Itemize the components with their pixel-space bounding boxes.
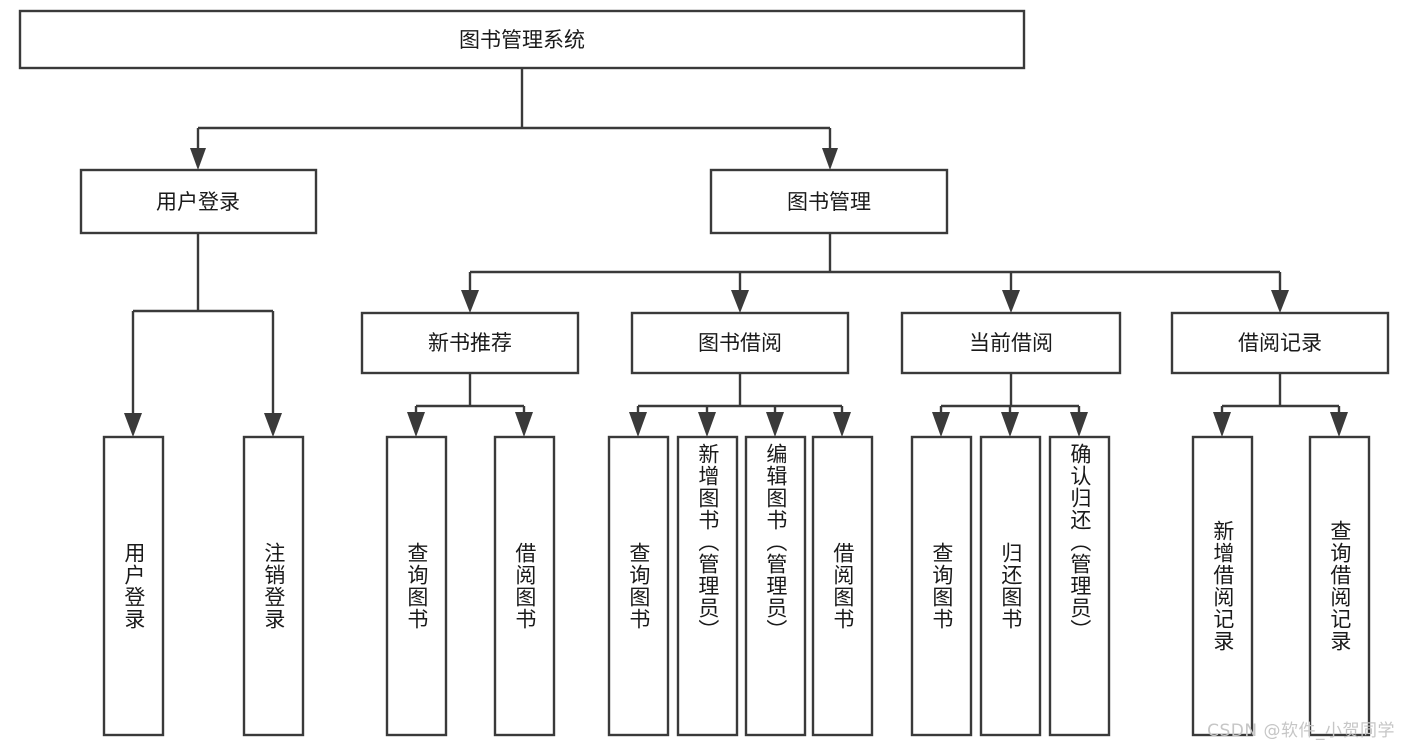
node-root-box[interactable] — [18, 9, 1026, 70]
arrow-head-leaf-edit-book — [766, 412, 784, 437]
node-user-login[interactable]: 用户登录 — [79, 168, 318, 235]
arrow-head-leaf-query-book-3 — [932, 412, 950, 437]
arrow-head-book-management — [822, 148, 838, 170]
node-leaf-logout-box[interactable] — [242, 435, 305, 737]
node-leaf-user-login-box[interactable] — [102, 435, 165, 737]
node-borrow-record[interactable]: 借阅记录 — [1170, 311, 1390, 375]
arrow-head-user-login — [190, 148, 206, 170]
node-new-book-recommend-label: 新书推荐 — [428, 331, 512, 355]
node-leaf-add-record-box[interactable] — [1191, 435, 1254, 737]
arrow-head-book-borrow — [731, 290, 749, 313]
node-leaf-query-book-2-box[interactable] — [607, 435, 670, 737]
node-root[interactable]: 图书管理系统 — [18, 9, 1026, 70]
node-new-book-recommend-box[interactable] — [360, 311, 580, 375]
node-borrow-record-box[interactable] — [1170, 311, 1390, 375]
node-book-borrow[interactable]: 图书借阅 — [630, 311, 850, 375]
arrow-head-leaf-borrow-book-1 — [515, 412, 533, 437]
arrow-head-leaf-return-book — [1001, 412, 1019, 437]
arrow-head-current-borrow — [1002, 290, 1020, 313]
node-new-book-recommend[interactable]: 新书推荐 — [360, 311, 580, 375]
connector-group-root-to-level2 — [190, 68, 838, 170]
arrow-head-borrow-record — [1271, 290, 1289, 313]
node-current-borrow-label: 当前借阅 — [969, 331, 1053, 355]
node-leaf-borrow-book-1-box[interactable] — [493, 435, 556, 737]
connector-group-book-management-to-level3 — [461, 233, 1289, 313]
arrow-head-leaf-query-book-2 — [629, 412, 647, 437]
node-leaf-query-book-3-box[interactable] — [910, 435, 973, 737]
node-current-borrow[interactable]: 当前借阅 — [900, 311, 1122, 375]
connector-group-book-borrow-to-leaves — [629, 373, 851, 437]
node-book-borrow-box[interactable] — [630, 311, 850, 375]
connector-group-borrow-record-to-leaves — [1213, 373, 1348, 437]
node-leaf-borrow-book-2-box[interactable] — [811, 435, 874, 737]
node-leaf-query-book-1-box[interactable] — [385, 435, 448, 737]
arrow-head-leaf-logout — [264, 413, 282, 437]
node-leaf-confirm-return-box[interactable] — [1048, 435, 1111, 737]
watermark-text: CSDN @软件_小贺同学 — [1207, 721, 1395, 741]
node-user-login-box[interactable] — [79, 168, 318, 235]
node-leaf-query-record-box[interactable] — [1308, 435, 1371, 737]
node-borrow-record-label: 借阅记录 — [1238, 331, 1322, 355]
node-book-management-label: 图书管理 — [787, 190, 871, 214]
leaf-boxes — [102, 435, 1371, 737]
arrow-head-leaf-add-book — [698, 412, 716, 437]
node-current-borrow-box[interactable] — [900, 311, 1122, 375]
arrow-head-leaf-user-login — [124, 413, 142, 437]
arrow-head-leaf-confirm-return — [1070, 412, 1088, 437]
arrow-head-leaf-add-record — [1213, 412, 1231, 437]
node-root-label: 图书管理系统 — [459, 28, 585, 52]
arrow-head-leaf-borrow-book-2 — [833, 412, 851, 437]
connector-group-new-book-recommend-to-leaves — [407, 373, 533, 437]
node-user-login-label: 用户登录 — [156, 190, 240, 214]
node-book-management-box[interactable] — [709, 168, 949, 235]
arrow-head-new-book-recommend — [461, 290, 479, 313]
connector-group-user-login-to-leaves — [124, 233, 282, 437]
node-leaf-return-book-box[interactable] — [979, 435, 1042, 737]
arrow-head-leaf-query-book-1 — [407, 412, 425, 437]
node-leaf-edit-book-box[interactable] — [744, 435, 807, 737]
node-leaf-add-book-box[interactable] — [676, 435, 739, 737]
connector-group-current-borrow-to-leaves — [932, 373, 1088, 437]
node-book-borrow-label: 图书借阅 — [698, 331, 782, 355]
arrow-head-leaf-query-record — [1330, 412, 1348, 437]
node-book-management[interactable]: 图书管理 — [709, 168, 949, 235]
